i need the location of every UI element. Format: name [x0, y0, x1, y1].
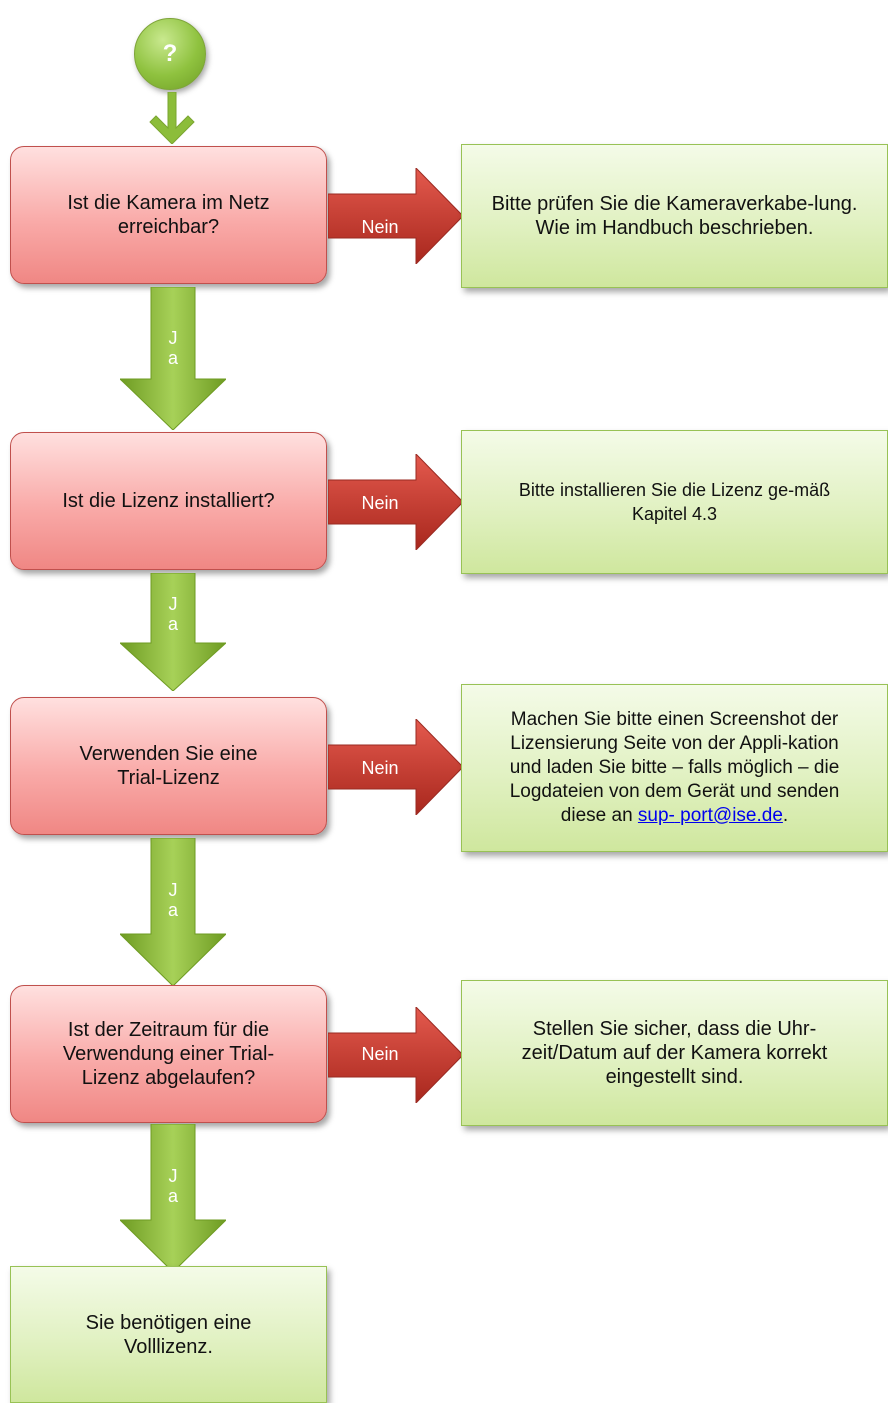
answer-text: Stellen Sie sicher, dass die Uhr-zeit/Da…: [521, 1018, 828, 1088]
yes-arrow-icon: [120, 838, 226, 986]
start-arrow-icon: [149, 92, 195, 144]
no-arrow-icon: [328, 454, 463, 550]
question-box-trial-expired: Ist der Zeitraum für die Verwendung eine…: [10, 985, 327, 1123]
answer-text: Machen Sie bitte einen Screenshot der Li…: [509, 709, 840, 826]
no-label: Nein: [361, 493, 399, 513]
answer-box-check-time: Stellen Sie sicher, dass die Uhr-zeit/Da…: [461, 980, 888, 1126]
answer-box-install-license: Bitte installieren Sie die Lizenz ge-mäß…: [461, 430, 888, 574]
question-text: Ist der Zeitraum für die Verwendung eine…: [62, 1019, 275, 1089]
question-box-license-installed: Ist die Lizenz installiert?: [10, 432, 327, 570]
answer-text: Bitte installieren Sie die Lizenz ge-mäß…: [518, 480, 831, 524]
answer-box-cabling: Bitte prüfen Sie die Kameraverkabe-lung.…: [461, 144, 888, 288]
question-text: Verwenden Sie eine Trial-Lizenz: [79, 743, 258, 789]
support-email-link[interactable]: sup- port@ise.de: [637, 805, 783, 826]
start-node: ?: [134, 18, 206, 90]
no-arrow-icon: [328, 168, 463, 264]
no-label: Nein: [361, 1044, 399, 1064]
no-arrow-icon: [328, 1007, 463, 1103]
yes-arrow-icon: [120, 573, 226, 691]
final-box-full-license: Sie benötigen eine Volllizenz.: [10, 1266, 327, 1403]
start-symbol: ?: [162, 40, 178, 67]
no-label: Nein: [361, 758, 399, 778]
answer-text: Bitte prüfen Sie die Kameraverkabe-lung.…: [491, 193, 858, 239]
yes-arrow-icon: [120, 1124, 226, 1272]
question-box-camera-reachable: Ist die Kamera im Netz erreichbar?: [10, 146, 327, 284]
yes-arrow-icon: [120, 287, 226, 430]
final-text: Sie benötigen eine Volllizenz.: [85, 1311, 252, 1358]
question-box-trial-license: Verwenden Sie eine Trial-Lizenz: [10, 697, 327, 835]
question-text: Ist die Lizenz installiert?: [62, 490, 275, 512]
question-text: Ist die Kamera im Netz erreichbar?: [67, 192, 270, 238]
answer-box-screenshot-logs: Machen Sie bitte einen Screenshot der Li…: [461, 684, 888, 852]
no-arrow-icon: [328, 719, 463, 815]
no-label: Nein: [361, 217, 399, 237]
